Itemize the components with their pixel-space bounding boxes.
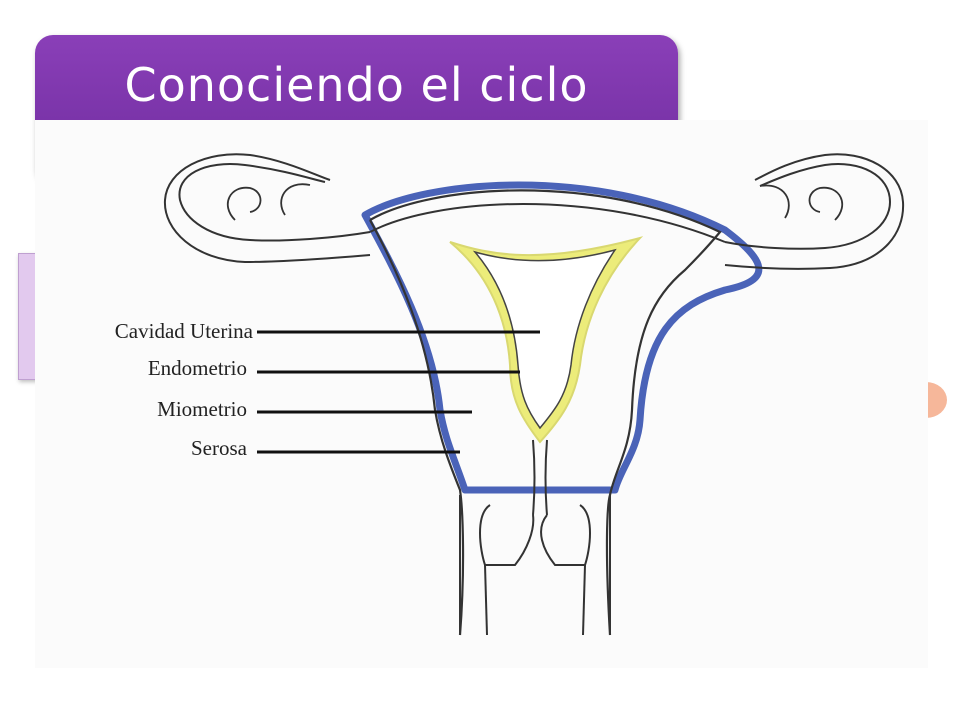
serosa-layer: [361, 181, 763, 494]
vaginal-wall-left: [484, 564, 488, 636]
uterus-diagram: Cavidad Uterina Endometrio Miometrio Ser…: [35, 120, 928, 668]
label-miometrio: Miometrio: [157, 397, 247, 421]
left-fimbria: [226, 183, 311, 221]
left-fallopian-tube: [163, 153, 371, 264]
cervix-vagina: [459, 495, 611, 635]
label-cavidad-uterina: Cavidad Uterina: [115, 319, 254, 343]
label-endometrio: Endometrio: [148, 356, 247, 380]
uterine-cavity: [472, 248, 617, 430]
fundus-line: [369, 203, 726, 243]
right-fimbria: [759, 184, 844, 221]
diagram-background: [35, 120, 928, 668]
right-fallopian-tube: [724, 153, 905, 270]
vaginal-wall-right: [582, 564, 586, 636]
slide-title: Conociendo el ciclo: [124, 58, 589, 112]
label-serosa: Serosa: [191, 436, 248, 460]
cervical-canal: [532, 439, 548, 516]
